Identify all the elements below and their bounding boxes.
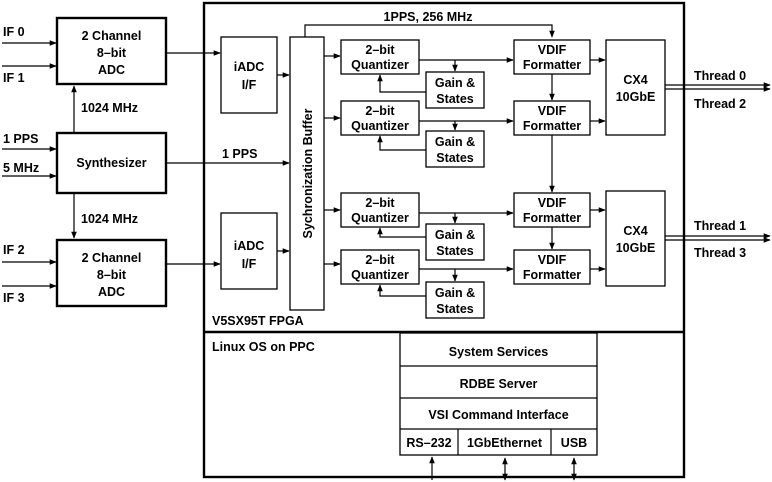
top-bus-line — [304, 24, 555, 38]
port-arrows — [429, 456, 577, 481]
vdif-1-line2: Formatter — [523, 58, 581, 72]
adc-bottom-line1: 2 Channel — [82, 251, 142, 265]
label-if1: IF 1 — [3, 71, 25, 85]
quantizer-3-line1: 2–bit — [365, 196, 395, 210]
gain-2-line2: States — [436, 151, 474, 165]
synthesizer-label: Synthesizer — [76, 156, 146, 170]
adc-bottom-line2: 8–bit — [97, 268, 127, 282]
vdif-formatter-2: VDIF Formatter — [513, 100, 591, 136]
vdif-formatter-4: VDIF Formatter — [513, 249, 591, 285]
quantizer-4-line1: 2–bit — [365, 253, 395, 267]
fpga-label: V5SX95T FPGA — [212, 314, 304, 328]
vdif-formatter-3: VDIF Formatter — [513, 192, 591, 228]
usb-label: USB — [561, 436, 587, 450]
label-if0: IF 0 — [3, 25, 25, 39]
adc-top-line3: ADC — [98, 63, 125, 77]
gain-3-line2: States — [436, 244, 474, 258]
iadc-top-line2: I/F — [242, 78, 257, 92]
adc-top-box — [55, 16, 168, 86]
quantizer-1-line2: Quantizer — [351, 58, 409, 72]
label-1pps-input: 1 PPS — [3, 132, 38, 146]
vdif-4-line2: Formatter — [523, 268, 581, 282]
thread-1-label: Thread 1 — [694, 219, 746, 233]
cx4-top-line1: CX4 — [623, 73, 647, 87]
pps-bus-label: 1 PPS — [222, 147, 257, 161]
cx4-top-line2: 10GbE — [616, 90, 656, 104]
input-lines — [2, 40, 57, 289]
iadc-bottom-line1: iADC — [234, 239, 265, 253]
label-if3: IF 3 — [3, 291, 25, 305]
quantizer-1: 2–bit Quantizer — [340, 39, 420, 75]
quantizer-4: 2–bit Quantizer — [340, 249, 420, 285]
gain-states-3: Gain & States — [425, 223, 485, 261]
clock-label-top: 1024 MHz — [81, 101, 138, 115]
vdif-formatter-1: VDIF Formatter — [513, 39, 591, 75]
cx4-top: CX4 10GbE — [605, 39, 666, 136]
thread-outputs — [665, 82, 771, 243]
vdif-2-line1: VDIF — [538, 104, 567, 118]
sync-buffer-label: Sychronization Buffer — [301, 108, 315, 238]
vdif-3-line1: VDIF — [538, 196, 567, 210]
gain-loops — [377, 59, 458, 297]
cx4-bottom-line1: CX4 — [623, 224, 647, 238]
gain-4-line2: States — [436, 302, 474, 316]
gain-2-line1: Gain & — [435, 135, 475, 149]
quantizer-2-line1: 2–bit — [365, 104, 395, 118]
quantizer-1-line1: 2–bit — [365, 43, 395, 57]
gain-1-line2: States — [436, 92, 474, 106]
vdif-4-line1: VDIF — [538, 253, 567, 267]
adc-bottom-box — [55, 238, 168, 308]
linux-label: Linux OS on PPC — [212, 340, 315, 354]
gain-1-line1: Gain & — [435, 76, 475, 90]
iadc-bottom-box — [220, 212, 278, 290]
iadc-bottom-line2: I/F — [242, 257, 257, 271]
quantizer-4-line2: Quantizer — [351, 268, 409, 282]
vdif-3-line2: Formatter — [523, 211, 581, 225]
quantizer-2-line2: Quantizer — [351, 119, 409, 133]
quantizer-3-line2: Quantizer — [351, 211, 409, 225]
system-services-label: System Services — [449, 345, 548, 359]
vdif-2-line2: Formatter — [523, 119, 581, 133]
gain-4-line1: Gain & — [435, 286, 475, 300]
adc-top-line1: 2 Channel — [82, 29, 142, 43]
thread-2-label: Thread 2 — [694, 97, 746, 111]
top-bus-label: 1PPS, 256 MHz — [384, 10, 473, 24]
thread-0-label: Thread 0 — [694, 69, 746, 83]
services-stack — [399, 332, 598, 456]
quantizer-3: 2–bit Quantizer — [340, 192, 420, 228]
cx4-bottom-line2: 10GbE — [616, 241, 656, 255]
vdif-1-line1: VDIF — [538, 43, 567, 57]
quantizer-2: 2–bit Quantizer — [340, 100, 420, 136]
thread-3-label: Thread 3 — [694, 246, 746, 260]
vsi-command-interface-label: VSI Command Interface — [428, 408, 568, 422]
adc-top-line2: 8–bit — [97, 46, 127, 60]
sync-buffer-box — [289, 36, 325, 311]
label-if2: IF 2 — [3, 243, 25, 257]
rs232-label: RS–232 — [406, 436, 451, 450]
rdbe-server-label: RDBE Server — [460, 377, 538, 391]
iadc-top-box — [220, 36, 278, 114]
cx4-bottom: CX4 10GbE — [605, 190, 666, 287]
adc-bottom-line3: ADC — [98, 285, 125, 299]
gain-states-1: Gain & States — [425, 71, 485, 109]
clock-label-bottom: 1024 MHz — [81, 212, 138, 226]
label-5mhz-input: 5 MHz — [3, 161, 39, 175]
iadc-top-line1: iADC — [234, 60, 265, 74]
gain-3-line1: Gain & — [435, 228, 475, 242]
gain-states-2: Gain & States — [425, 130, 485, 168]
gain-states-4: Gain & States — [425, 281, 485, 319]
ethernet-label: 1GbEthernet — [467, 436, 543, 450]
